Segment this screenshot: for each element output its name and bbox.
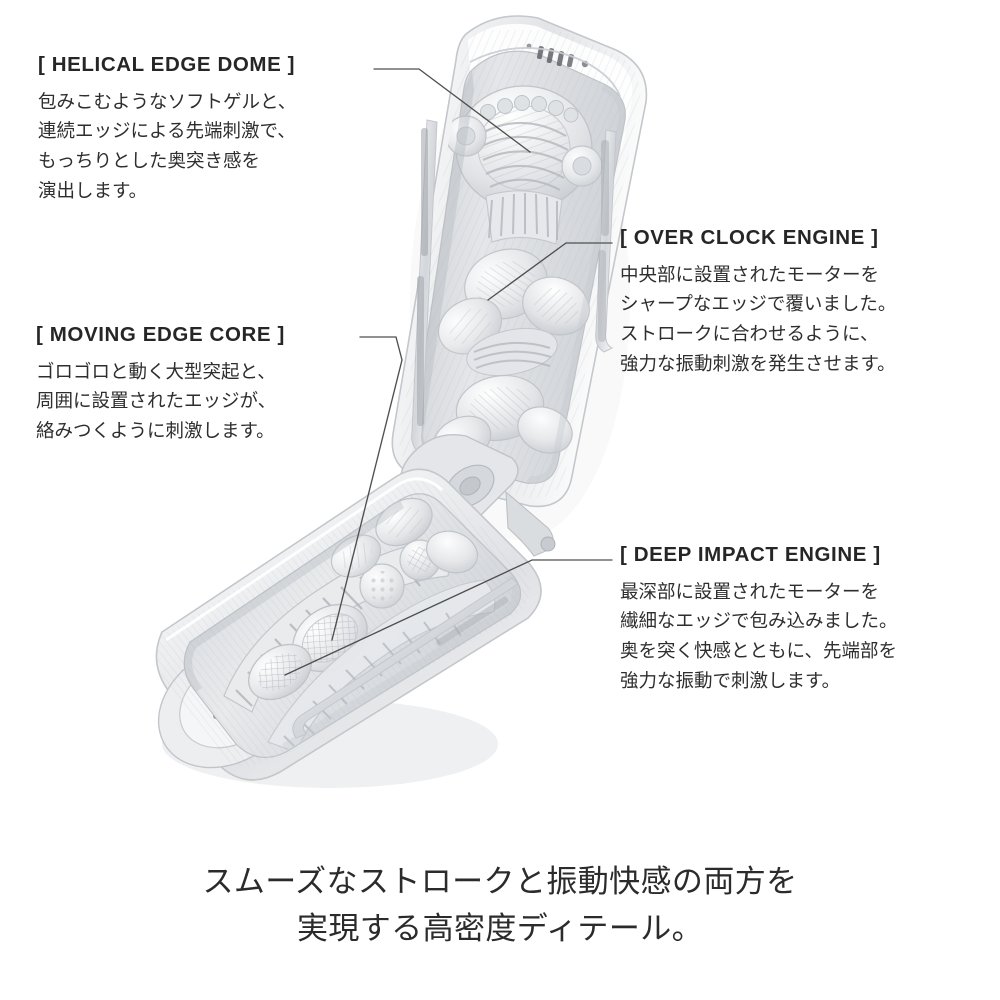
annotation-line: 強力な振動刺激を発生させます。 (620, 353, 896, 375)
annotation-line: シャープなエッジで覆いました。 (620, 293, 897, 315)
annotation-body-helical-edge-dome: 包みこむようなソフトゲルと、 連続エッジによる先端刺激で、 もっちりとした奥突き… (38, 87, 296, 207)
annotation-over-clock-engine: [ OVER CLOCK ENGINE ] 中央部に設置されたモーターを シャー… (620, 226, 896, 380)
annotation-line: 繊細なエッジで包み込みました。 (620, 610, 898, 632)
capsule-hinge (399, 434, 556, 557)
annotation-line: 包みこむようなソフトゲルと、 (38, 90, 297, 112)
annotation-line: もっちりとした奥突き感を (38, 150, 261, 172)
annotation-line: 演出します。 (38, 180, 148, 202)
annotation-body-deep-impact-engine: 最深部に設置されたモーターを 繊細なエッジで包み込みました。 奥を突く快感ととも… (620, 577, 898, 697)
annotation-body-over-clock-engine: 中央部に設置されたモーターを シャープなエッジで覆いました。 ストロークに合わせ… (620, 260, 896, 380)
leader-deep-impact-engine (284, 559, 613, 676)
leader-lines (284, 68, 613, 676)
annotation-line: 中央部に設置されたモーターを (620, 263, 880, 285)
tagline-line: 実現する高密度ディテール。 (296, 911, 704, 947)
leader-over-clock-engine (487, 242, 613, 301)
capsule-lower-half (155, 468, 542, 781)
annotation-title-deep-impact-engine: [ DEEP IMPACT ENGINE ] (620, 543, 881, 566)
annotation-deep-impact-engine: [ DEEP IMPACT ENGINE ] 最深部に設置されたモーターを 繊細… (620, 543, 898, 697)
annotation-line: 最深部に設置されたモーターを (620, 580, 880, 602)
annotation-moving-edge-core: [ MOVING EDGE CORE ] ゴロゴロと動く大型突起と、 周囲に設置… (36, 323, 285, 447)
annotation-line: ゴロゴロと動く大型突起と、 (36, 360, 276, 382)
annotation-body-moving-edge-core: ゴロゴロと動く大型突起と、 周囲に設置されたエッジが、 絡みつくように刺激します… (36, 357, 285, 447)
annotation-helical-edge-dome: [ HELICAL EDGE DOME ] 包みこむようなソフトゲルと、 連続エ… (38, 53, 296, 207)
annotation-line: 奥を突く快感とともに、先端部を (620, 640, 897, 662)
annotation-title-moving-edge-core: [ MOVING EDGE CORE ] (36, 323, 285, 346)
annotation-line: 連続エッジによる先端刺激で、 (38, 120, 296, 142)
annotation-title-over-clock-engine: [ OVER CLOCK ENGINE ] (620, 226, 879, 249)
annotation-line: 絡みつくように刺激します。 (36, 420, 275, 442)
annotation-line: 強力な振動で刺激します。 (620, 670, 841, 692)
annotation-title-helical-edge-dome: [ HELICAL EDGE DOME ] (38, 53, 296, 76)
upper-vent-slits (526, 43, 589, 68)
leader-helical-edge-dome (373, 68, 531, 153)
tagline: スムーズなストロークと振動快感の両方を 実現する高密度ディテール。 (0, 858, 1000, 952)
lower-vent-slits (213, 713, 285, 751)
tagline-line: スムーズなストロークと振動快感の両方を (202, 864, 798, 899)
annotation-line: 周囲に設置されたエッジが、 (36, 390, 277, 412)
leader-moving-edge-core (331, 336, 403, 641)
annotation-line: ストロークに合わせるように、 (620, 323, 879, 345)
